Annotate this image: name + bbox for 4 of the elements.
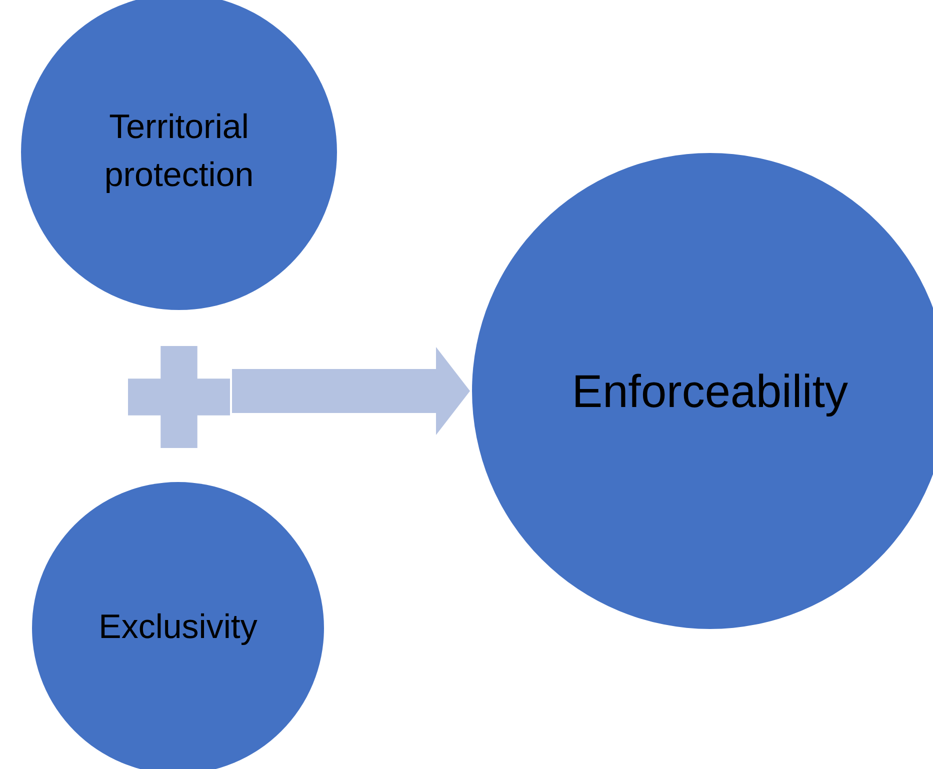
node-label: Enforceability bbox=[572, 364, 848, 419]
node-label: Territorial protection bbox=[103, 107, 255, 196]
block-arrow bbox=[232, 347, 470, 435]
node-label: Exclusivity bbox=[98, 607, 258, 648]
